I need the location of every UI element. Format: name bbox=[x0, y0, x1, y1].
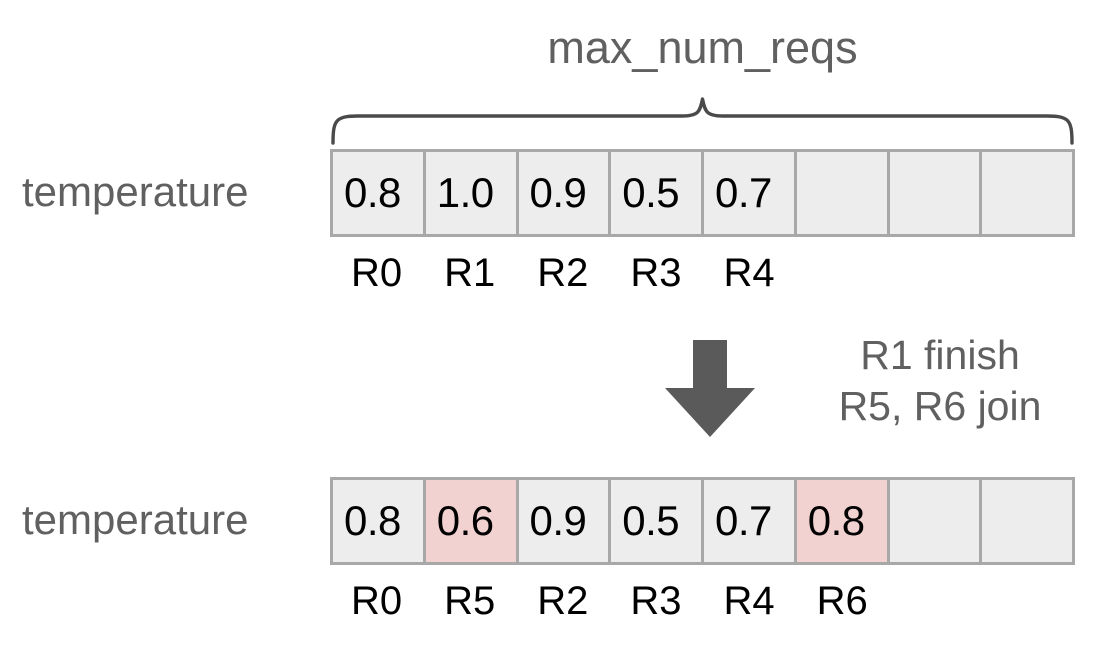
request-id-label: R3 bbox=[630, 579, 682, 623]
transition-line-finish: R1 finish bbox=[860, 332, 1020, 378]
buffer-cell-empty bbox=[889, 480, 983, 562]
request-id-label: R4 bbox=[723, 251, 775, 295]
buffer-cell-highlighted: 0.8 bbox=[796, 480, 890, 562]
buffer-cell-empty bbox=[889, 152, 983, 234]
request-id-labels-after: R0 R5 R2 R3 R4 R6 bbox=[330, 578, 1075, 624]
buffer-cell-highlighted: 0.6 bbox=[425, 480, 519, 562]
request-id-label: R1 bbox=[444, 251, 496, 295]
buffer-cell-empty bbox=[982, 480, 1072, 562]
buffer-cell: 0.8 bbox=[333, 152, 426, 234]
buffer-cell: 0.7 bbox=[704, 480, 797, 562]
request-id-label: R3 bbox=[630, 251, 682, 295]
buffer-cell: 0.8 bbox=[333, 480, 426, 562]
request-id-label: R5 bbox=[444, 579, 496, 623]
buffer-cell-empty bbox=[982, 152, 1072, 234]
transition-annotation: R1 finish R5, R6 join bbox=[790, 330, 1090, 432]
buffer-cell: 0.9 bbox=[518, 480, 612, 562]
row-label-temperature-before: temperature bbox=[22, 168, 249, 215]
request-id-label: R2 bbox=[537, 251, 589, 295]
request-id-label-empty bbox=[982, 578, 1075, 624]
request-id-label: R0 bbox=[350, 579, 403, 623]
transition-line-join: R5, R6 join bbox=[838, 383, 1042, 429]
buffer-cell: 0.5 bbox=[611, 480, 704, 562]
buffer-cell: 1.0 bbox=[425, 152, 519, 234]
request-id-labels-before: R0 R1 R2 R3 R4 bbox=[330, 250, 1075, 296]
buffer-cell: 0.9 bbox=[518, 152, 612, 234]
request-id-label-empty bbox=[982, 250, 1075, 296]
capacity-brace bbox=[330, 97, 1075, 145]
request-id-label: R2 bbox=[537, 579, 589, 623]
request-id-label-empty bbox=[889, 250, 982, 296]
buffer-cell: 0.5 bbox=[611, 152, 704, 234]
request-id-label: R4 bbox=[723, 579, 775, 623]
temperature-buffer-before: 0.8 1.0 0.9 0.5 0.7 bbox=[330, 149, 1075, 237]
buffer-cell-empty bbox=[796, 152, 890, 234]
request-id-label-empty bbox=[796, 250, 889, 296]
row-label-temperature-after: temperature bbox=[22, 496, 249, 543]
temperature-buffer-after: 0.8 0.6 0.9 0.5 0.7 0.8 bbox=[330, 477, 1075, 565]
request-id-label: R6 bbox=[816, 579, 868, 623]
request-id-label-empty bbox=[889, 578, 982, 624]
request-id-label: R0 bbox=[350, 251, 403, 295]
brace-label: max_num_reqs bbox=[547, 22, 858, 73]
arrow-down-icon bbox=[664, 338, 756, 438]
buffer-cell: 0.7 bbox=[704, 152, 797, 234]
